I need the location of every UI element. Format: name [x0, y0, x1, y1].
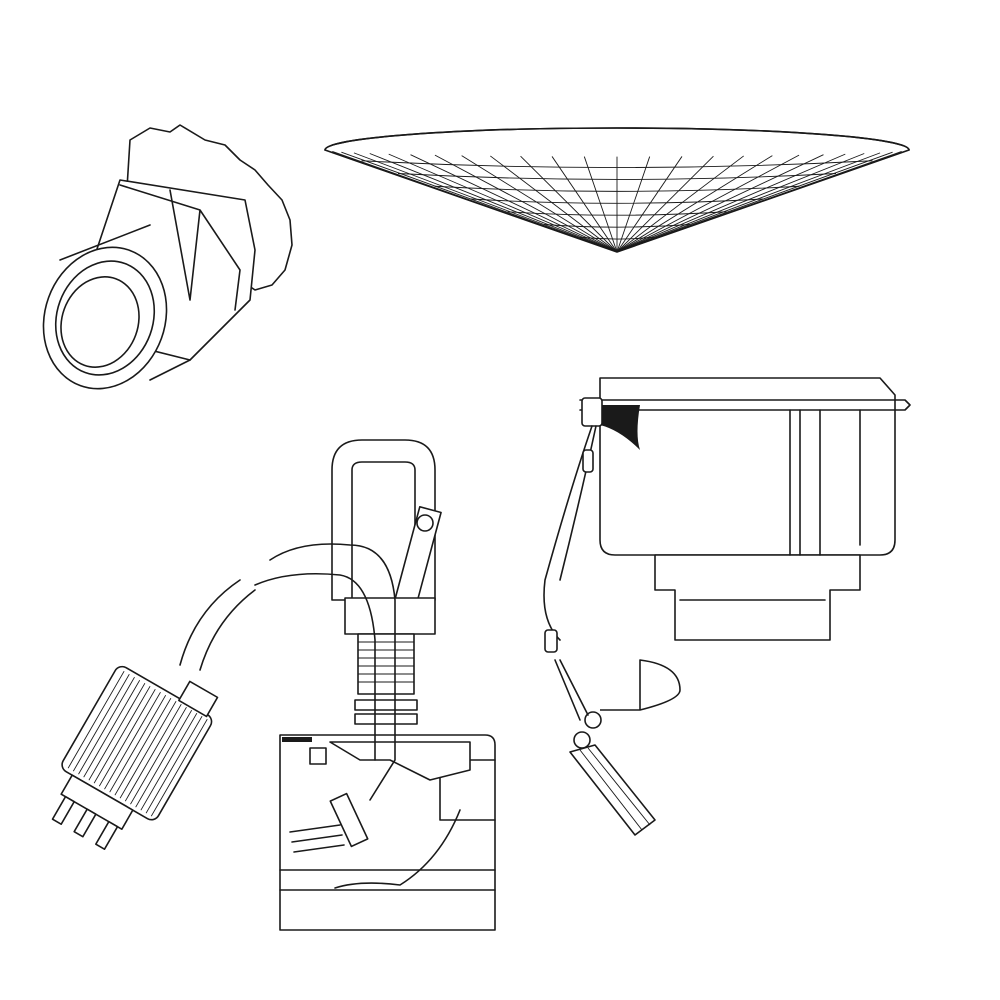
mesh-radial-line: [341, 151, 618, 253]
mesh-radial-line: [616, 156, 683, 253]
threaded-neck: [357, 633, 415, 695]
mesh-ring: [543, 224, 691, 228]
conduit-fitting: [42, 124, 293, 390]
mesh-radial-line: [616, 152, 881, 253]
mesh-radial-line: [388, 153, 618, 253]
mesh-radial-line: [410, 154, 618, 253]
mesh-ring: [434, 185, 800, 192]
bolt: [309, 747, 327, 765]
mesh-ring: [580, 236, 654, 240]
mesh-radial-line: [369, 153, 618, 253]
mesh-radial-line: [616, 154, 800, 253]
mesh-radial-line: [551, 156, 618, 253]
mesh-radial-line: [461, 155, 618, 253]
cable-clamp: [329, 792, 369, 848]
mesh-radial-line: [520, 155, 618, 253]
hook-base: [344, 597, 436, 635]
conical-mesh: [324, 127, 910, 253]
mesh-radial-line: [616, 155, 744, 253]
ground-wire: [334, 809, 461, 889]
cable-lower: [179, 579, 256, 671]
mesh-radial-line: [490, 155, 618, 253]
mesh-ring: [470, 198, 764, 204]
box-lid-section: [329, 741, 471, 781]
mesh-radial-line: [616, 150, 908, 253]
mesh-radial-line: [353, 152, 618, 253]
mesh-ring: [397, 173, 837, 180]
mesh-ring: [361, 160, 873, 168]
mesh-radial-line: [616, 156, 651, 253]
mesh-radial-line: [616, 153, 865, 253]
mesh-radial-line: [616, 153, 846, 253]
junction-box: [279, 734, 496, 931]
junction-box-assembly: [51, 439, 496, 931]
wire-leads: [289, 824, 345, 853]
mesh-radial-line: [616, 154, 824, 253]
mesh-radial-line: [616, 155, 714, 253]
mesh-radial-line: [583, 156, 618, 253]
mesh-rim: [324, 127, 910, 151]
mesh-radial-line: [616, 155, 773, 253]
mesh-ring: [507, 211, 727, 216]
plug: [51, 665, 219, 851]
float-switch-housing: [543, 377, 911, 836]
gate-screw: [416, 514, 434, 532]
float-weight: [569, 744, 656, 836]
cable: [269, 543, 396, 801]
mesh-radial-line: [434, 154, 618, 253]
